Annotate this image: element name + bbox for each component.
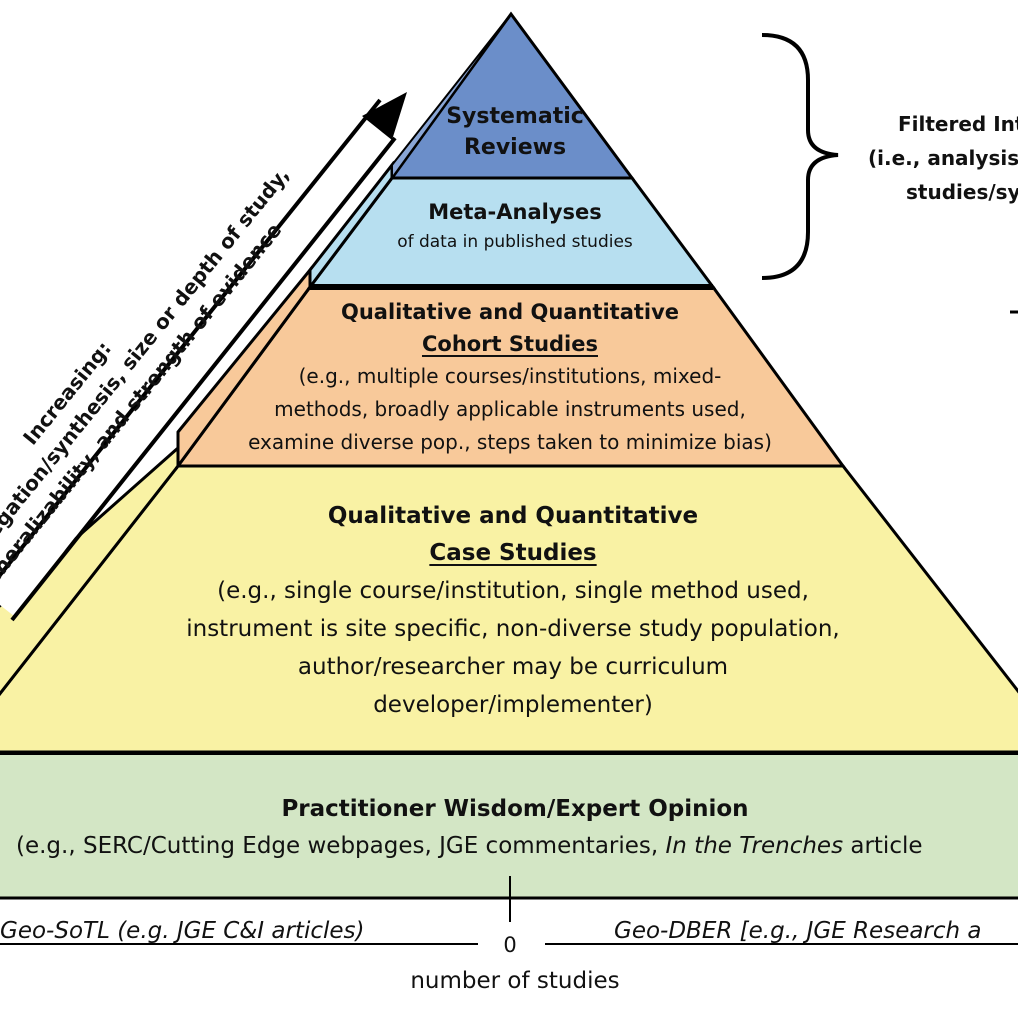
increasing-arrow — [0, 99, 404, 616]
geo-dber-label: Geo-DBER [e.g., JGE Research a — [614, 918, 982, 944]
case-desc-line3: author/researcher may be curriculum — [297, 654, 729, 680]
axis-zero-label: 0 — [503, 933, 517, 957]
systematic-line2: Reviews — [463, 135, 567, 160]
practitioner-desc: (e.g., SERC/Cutting Edge webpages, JGE c… — [16, 829, 923, 863]
case-title: Qualitative and Quantitative — [327, 503, 699, 529]
filtered-label-line3: studies/sy — [906, 180, 1018, 204]
practitioner-desc-italic: In the Trenches — [665, 833, 844, 859]
case-desc-line4: developer/implementer) — [373, 692, 653, 718]
meta-analyses-label: Meta-Analyses of data in published studi… — [330, 198, 700, 258]
axis-caption: number of studies — [410, 968, 620, 994]
cohort-desc-line1: (e.g., multiple courses/institutions, mi… — [298, 364, 722, 388]
case-name: Case Studies — [429, 540, 597, 566]
geo-sotl-label: Geo-SoTL (e.g. JGE C&I articles) — [0, 918, 365, 944]
cohort-desc-line3: examine diverse pop., steps taken to min… — [248, 430, 772, 454]
case-desc-line1: (e.g., single course/institution, single… — [217, 578, 809, 604]
cohort-studies-label: Qualitative and Quantitative Cohort Stud… — [190, 296, 830, 459]
filtered-bracket — [761, 33, 839, 280]
cohort-title: Qualitative and Quantitative — [340, 300, 680, 324]
case-studies-label: Qualitative and Quantitative Case Studie… — [100, 498, 926, 724]
systematic-reviews-label: Systematic Reviews — [410, 101, 620, 163]
meta-subtitle: of data in published studies — [397, 232, 633, 252]
filtered-label-line1: Filtered Int — [898, 112, 1018, 136]
cohort-name: Cohort Studies — [421, 332, 598, 356]
meta-title: Meta-Analyses — [428, 200, 602, 224]
systematic-line1: Systematic — [446, 104, 584, 129]
case-desc-line2: instrument is site specific, non-diverse… — [186, 616, 840, 642]
cohort-desc-line2: methods, broadly applicable instruments … — [274, 397, 746, 421]
practitioner-layer — [0, 750, 1018, 900]
filtered-label-line2: (i.e., analysis — [868, 146, 1018, 170]
practitioner-desc-prefix: (e.g., SERC/Cutting Edge webpages, JGE c… — [16, 833, 666, 859]
practitioner-desc-suffix: article — [843, 833, 923, 859]
arrow-head — [362, 92, 407, 140]
practitioner-title: Practitioner Wisdom/Expert Opinion — [281, 796, 749, 822]
systematic-side-face — [391, 13, 512, 182]
